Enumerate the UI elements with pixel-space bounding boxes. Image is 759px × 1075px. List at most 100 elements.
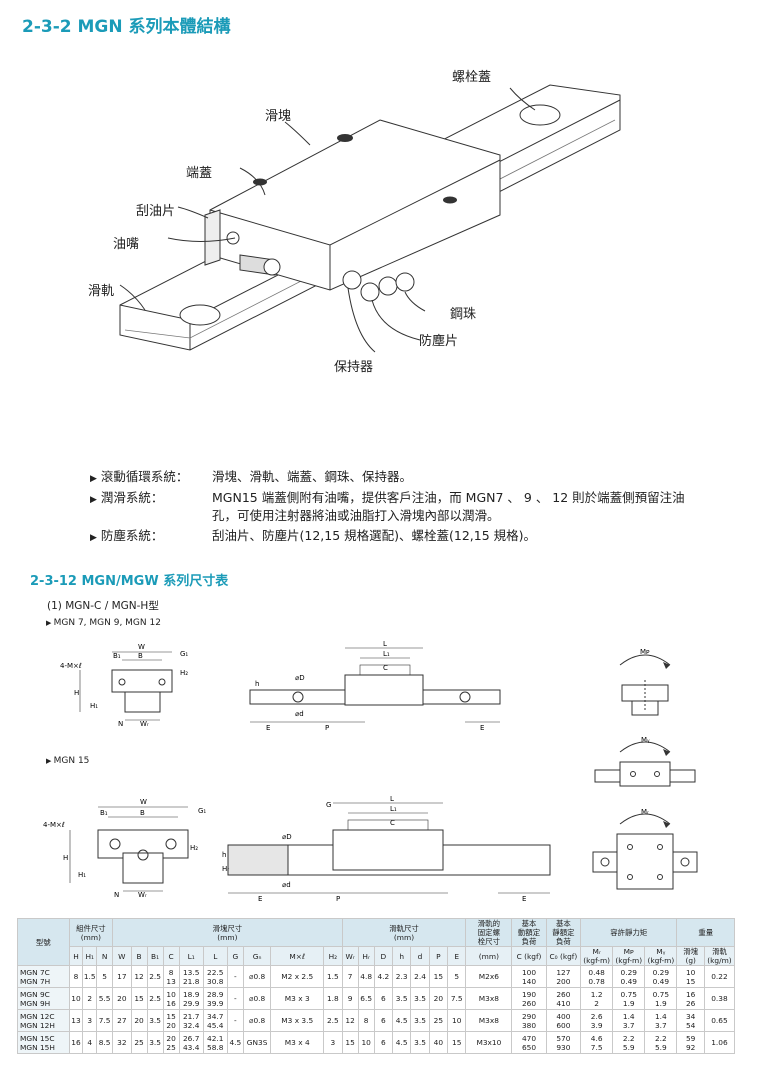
drawing-moment-mp-small: Mᴘ bbox=[619, 648, 671, 716]
callout-steel-ball: 鋼珠 bbox=[450, 307, 477, 322]
cell-G: - bbox=[226, 987, 244, 1010]
th-bolt: 滑軌的 固定螺 栓尺寸 bbox=[465, 918, 513, 947]
cell-E: 7.5 bbox=[447, 987, 467, 1010]
cell-H1: 2 bbox=[82, 987, 98, 1010]
cell-E: 15 bbox=[447, 1031, 467, 1054]
th-sub-11: M×ℓ bbox=[270, 946, 325, 966]
cell-B: 12 bbox=[130, 965, 148, 988]
label-E: E bbox=[266, 724, 270, 732]
cell-D: 4.2 bbox=[373, 965, 394, 988]
label-C: C bbox=[383, 664, 388, 672]
label-W-15: W bbox=[140, 798, 147, 806]
cell-h: 4.5 bbox=[392, 1009, 412, 1032]
callout-bolt-cap: 螺栓蓋 bbox=[452, 70, 492, 85]
th-sub-26: 滑塊(g) bbox=[676, 946, 705, 966]
cell-B: 25 bbox=[130, 1031, 148, 1054]
th-sub-7: L₁ bbox=[178, 946, 204, 966]
cell-H: 13 bbox=[68, 1009, 84, 1032]
cell-d: 3.5 bbox=[410, 987, 430, 1010]
cell-HR: 10 bbox=[357, 1031, 375, 1054]
cell-bolt: M3x8 bbox=[465, 1009, 513, 1032]
th-moment: 容許靜力矩 bbox=[580, 918, 678, 947]
cell-H2: 1.8 bbox=[323, 987, 343, 1010]
drawing-moment-my: Mᵧ bbox=[594, 736, 696, 787]
drawing-end-view-small: W B₁ B G₁ 4-M×ℓ H H₁ H₂ N Wᵣ bbox=[60, 643, 188, 728]
cell-M: M3 x 3 bbox=[270, 987, 325, 1010]
th-sub-18: P bbox=[428, 946, 449, 966]
cell-D: 6 bbox=[373, 987, 394, 1010]
label-H: H bbox=[74, 689, 79, 697]
cell-N: 7.5 bbox=[96, 1009, 114, 1032]
cell-G: - bbox=[226, 965, 244, 988]
callout-dust-seal: 防塵片 bbox=[419, 334, 459, 349]
cell-wr: 1.06 bbox=[703, 1031, 736, 1054]
label-H-15: H bbox=[63, 854, 68, 862]
group-label-small: ▶ MGN 7, MGN 9, MGN 12 bbox=[46, 618, 161, 628]
label-H2: H₂ bbox=[180, 669, 188, 677]
th-sub-15: D bbox=[373, 946, 394, 966]
label-E2: E bbox=[480, 724, 484, 732]
cell-B1: 3.5 bbox=[146, 1031, 164, 1054]
drawing-side-view-mgn15: L L₁ C G ⌀D ⌀d h Hᵣ E P E bbox=[222, 795, 551, 903]
feature-text-dustproof: 刮油片、防塵片(12,15 規格選配)、螺栓蓋(12,15 規格)。 bbox=[212, 528, 537, 543]
label-B-15: B bbox=[140, 809, 145, 817]
label-G-15: G bbox=[326, 801, 331, 809]
label-P: P bbox=[325, 724, 329, 732]
label-B1: B₁ bbox=[113, 652, 121, 660]
feature-text-recirculation: 滑塊、滑軌、端蓋、鋼珠、保持器。 bbox=[212, 469, 413, 484]
cell-B: 20 bbox=[130, 1009, 148, 1032]
label-E2-15: E bbox=[522, 895, 526, 903]
th-sub-5: B₁ bbox=[146, 946, 164, 966]
cell-N: 5 bbox=[96, 965, 114, 988]
cell-wr: 0.65 bbox=[703, 1009, 736, 1032]
label-WR-15: Wᵣ bbox=[138, 891, 147, 899]
cell-h: 2.3 bbox=[392, 965, 412, 988]
cell-E: 10 bbox=[447, 1009, 467, 1032]
label-E-15: E bbox=[258, 895, 262, 903]
cell-h: 4.5 bbox=[392, 1031, 412, 1054]
label-M: 4-M×ℓ bbox=[60, 662, 82, 670]
cell-H: 10 bbox=[68, 987, 84, 1010]
th-sub-19: E bbox=[447, 946, 467, 966]
label-d: ⌀d bbox=[295, 710, 304, 718]
feature-label-lubrication: ▶潤滑系統： bbox=[90, 490, 164, 505]
cell-B1: 2.5 bbox=[146, 965, 164, 988]
structure-illustration bbox=[119, 84, 621, 353]
cell-N: 5.5 bbox=[96, 987, 114, 1010]
cell-Gn: ⌀0.8 bbox=[242, 1009, 272, 1032]
cell-H2: 2.5 bbox=[323, 1009, 343, 1032]
drawing-end-view-mgn15: W B₁ B G₁ 4-M×ℓ H H₁ H₂ N Wᵣ bbox=[43, 798, 206, 899]
cell-bolt: M3x8 bbox=[465, 987, 513, 1010]
th-sub-0: H bbox=[68, 946, 84, 966]
label-W: W bbox=[138, 643, 145, 651]
label-D: ⌀D bbox=[295, 674, 305, 682]
label-P-15: P bbox=[336, 895, 340, 903]
cell-Gn: ⌀0.8 bbox=[242, 965, 272, 988]
cell-h: 3.5 bbox=[392, 987, 412, 1010]
cell-HR: 8 bbox=[357, 1009, 375, 1032]
th-sub-10: Gₙ bbox=[242, 946, 272, 966]
cell-W: 17 bbox=[112, 965, 132, 988]
label-d-15: ⌀d bbox=[282, 881, 291, 889]
cell-G: 4.5 bbox=[226, 1031, 244, 1054]
group-label-mgn15: ▶ MGN 15 bbox=[46, 756, 90, 766]
callout-retainer: 保持器 bbox=[334, 360, 374, 375]
drawing-moment-mr: Mᵣ bbox=[592, 808, 698, 890]
th-sub-27: 滑軌(kg/m) bbox=[703, 946, 736, 966]
